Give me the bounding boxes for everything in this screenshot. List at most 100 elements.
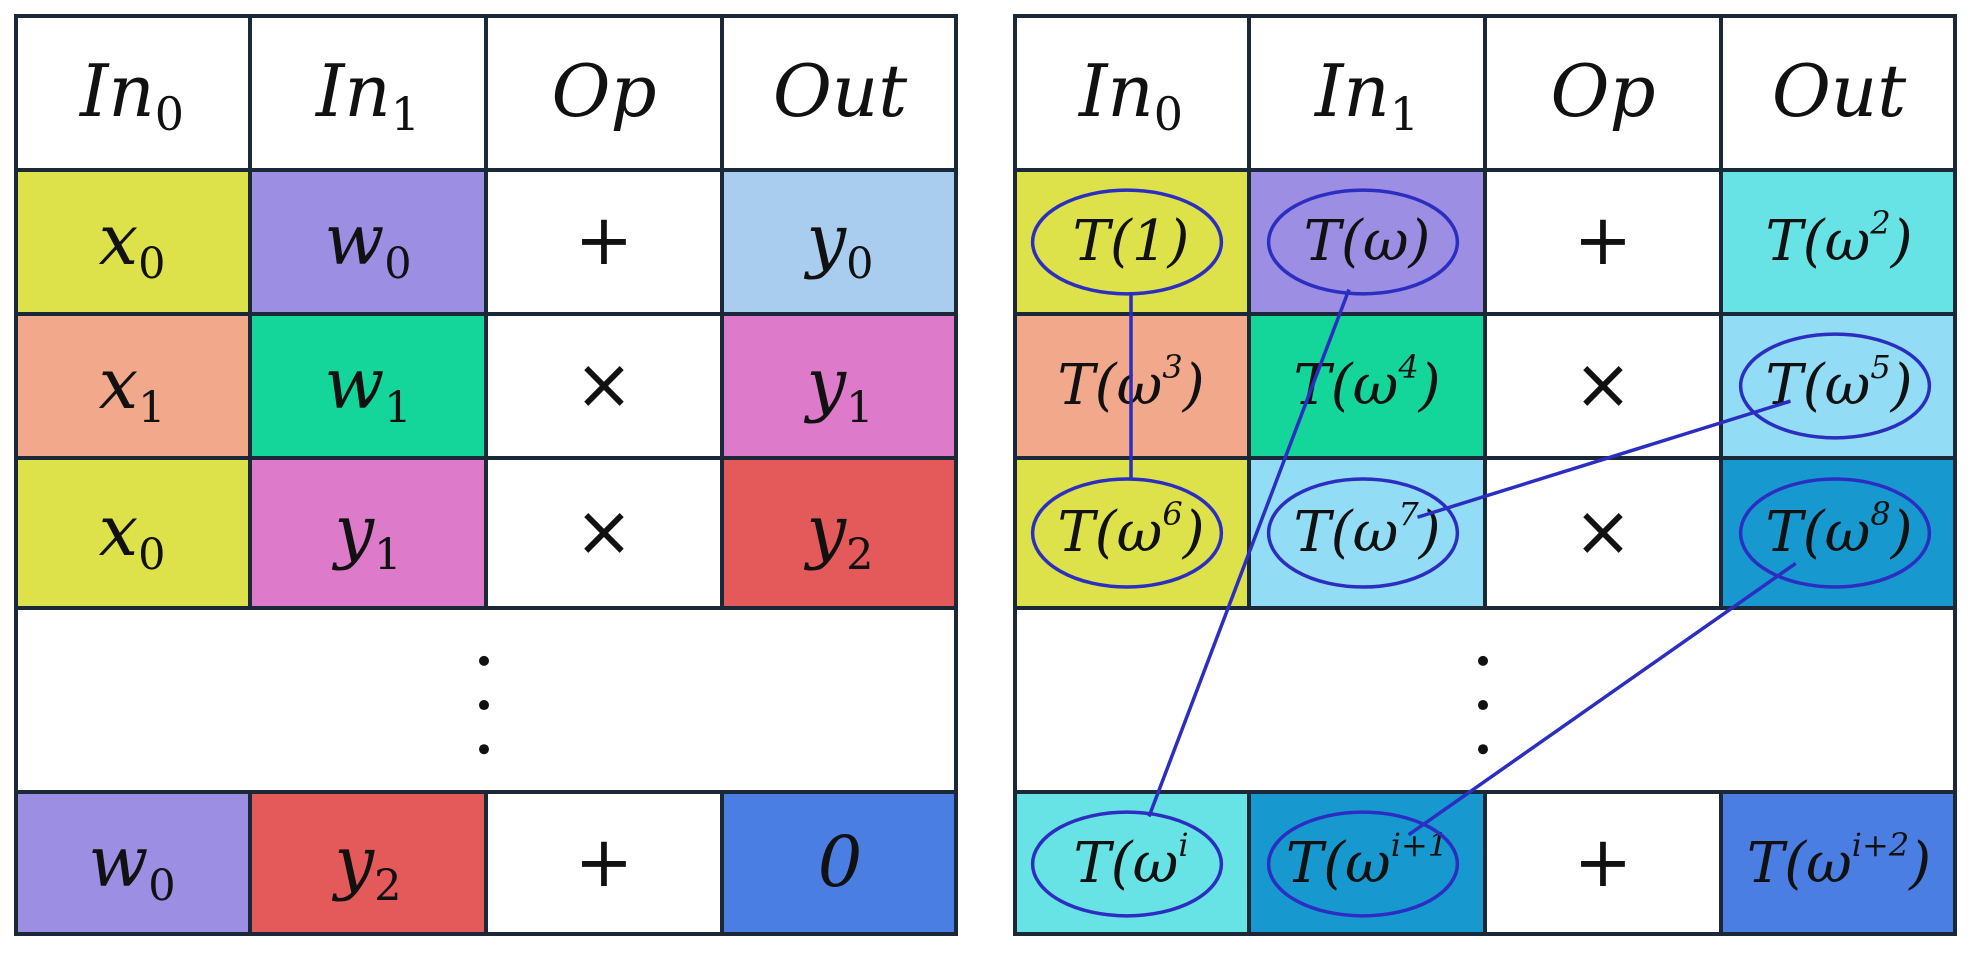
right-value: T(ω6) xyxy=(1057,495,1204,565)
left-header-cell xyxy=(722,14,958,170)
right-circle-mark xyxy=(1266,810,1460,918)
left-cell xyxy=(722,170,958,314)
left-cell xyxy=(14,792,250,936)
left-cell xyxy=(14,314,250,458)
left-cell xyxy=(14,170,250,314)
left-ellipsis-dot xyxy=(479,700,489,711)
left-cell xyxy=(486,170,722,314)
left-cell xyxy=(250,314,486,458)
right-header-cell xyxy=(1721,14,1957,170)
left-ellipsis-dot xyxy=(479,744,489,755)
right-ellipsis-row xyxy=(1013,608,1957,792)
left-value: x0 xyxy=(99,490,166,580)
left-ellipsis-row xyxy=(14,608,958,792)
left-value: w1 xyxy=(324,343,411,433)
right-circle-mark xyxy=(1266,188,1460,296)
left-value: w0 xyxy=(88,821,175,911)
right-header-cell xyxy=(1013,14,1249,170)
left-cell xyxy=(722,314,958,458)
right-header-label: Op xyxy=(1550,49,1655,133)
left-cell xyxy=(250,792,486,936)
right-value: T(ω8) xyxy=(1765,495,1912,565)
right-circle-mark xyxy=(1738,477,1932,589)
right-value: T(ω2) xyxy=(1765,204,1912,274)
right-header-cell xyxy=(1249,14,1485,170)
left-value: y0 xyxy=(804,199,874,289)
right-circle-mark xyxy=(1030,810,1224,918)
right-permutation-link xyxy=(1417,399,1792,519)
left-cell xyxy=(722,458,958,608)
right-permutation-link xyxy=(1147,288,1351,818)
left-cell xyxy=(486,792,722,936)
left-header-cell xyxy=(486,14,722,170)
left-value: x0 xyxy=(99,199,166,289)
left-operator: × xyxy=(575,490,634,572)
right-value: T(ω7) xyxy=(1293,495,1440,565)
right-cell xyxy=(1013,170,1249,314)
right-operator: × xyxy=(1574,490,1633,572)
right-value: T(ωi xyxy=(1073,826,1188,896)
right-cell xyxy=(1249,458,1485,608)
right-cell xyxy=(1485,170,1721,314)
right-operator: + xyxy=(1574,821,1633,903)
right-cell xyxy=(1721,458,1957,608)
right-circle-mark xyxy=(1030,188,1224,296)
right-cell xyxy=(1721,314,1957,458)
right-header-label: Out xyxy=(1772,49,1907,133)
wire-assignment-table: In0 In1 Op Out x0 w0 + y0 x1 w1 × y1 x0 y1 × y2 w0 y2 +0 xyxy=(14,14,960,950)
wire-assignment-grid: In0 In1 Op Out x0 w0 + y0 x1 w1 × y1 x0 y1 × y2 w0 y2 +0 xyxy=(14,14,958,936)
left-operator: × xyxy=(575,343,634,425)
right-value: T(ω5) xyxy=(1765,348,1912,418)
left-value: x1 xyxy=(99,343,166,433)
left-cell xyxy=(250,170,486,314)
right-permutation-link xyxy=(1407,561,1797,837)
right-cell xyxy=(1013,458,1249,608)
right-cell xyxy=(1249,170,1485,314)
right-grid-lines xyxy=(1013,14,1957,936)
left-cell xyxy=(250,458,486,608)
right-header-label: In0 xyxy=(1077,49,1183,141)
left-operator: + xyxy=(575,821,634,903)
left-cell xyxy=(486,458,722,608)
right-ellipsis-dot xyxy=(1478,655,1488,666)
right-cell xyxy=(1721,792,1957,936)
left-value: w0 xyxy=(324,199,411,289)
right-value: T(ωi+2) xyxy=(1747,826,1931,896)
right-header-cell xyxy=(1485,14,1721,170)
left-cell xyxy=(486,314,722,458)
right-operator: × xyxy=(1574,343,1633,425)
right-cell xyxy=(1013,792,1249,936)
right-circle-mark xyxy=(1030,477,1224,589)
left-value: y2 xyxy=(804,490,874,580)
right-operator: + xyxy=(1574,199,1633,281)
right-cell xyxy=(1485,792,1721,936)
left-operator: + xyxy=(575,199,634,281)
right-circle-mark xyxy=(1266,477,1460,589)
left-grid-lines xyxy=(14,14,958,936)
right-ellipsis-dot xyxy=(1478,744,1488,755)
left-header-label: Op xyxy=(551,49,656,133)
right-value: T(ω) xyxy=(1304,209,1431,274)
left-cell xyxy=(722,792,958,936)
left-cell xyxy=(14,458,250,608)
left-header-label: In0 xyxy=(78,49,184,141)
left-header-label: In1 xyxy=(314,49,420,141)
right-cell xyxy=(1249,792,1485,936)
left-value: y1 xyxy=(332,490,402,580)
right-value: T(ω3) xyxy=(1057,348,1204,418)
right-value: T(ωi+1 xyxy=(1286,826,1448,896)
left-header-cell xyxy=(14,14,250,170)
right-cell xyxy=(1721,170,1957,314)
left-value: y2 xyxy=(332,821,402,911)
left-ellipsis-dot xyxy=(479,655,489,666)
right-header-label: In1 xyxy=(1313,49,1419,141)
left-value: 0 xyxy=(818,821,863,903)
right-ellipsis-dot xyxy=(1478,700,1488,711)
left-value: y1 xyxy=(804,343,874,433)
left-header-label: Out xyxy=(773,49,908,133)
right-value: T(ω4) xyxy=(1293,348,1440,418)
right-cell xyxy=(1249,314,1485,458)
right-value: T(1) xyxy=(1073,209,1190,274)
